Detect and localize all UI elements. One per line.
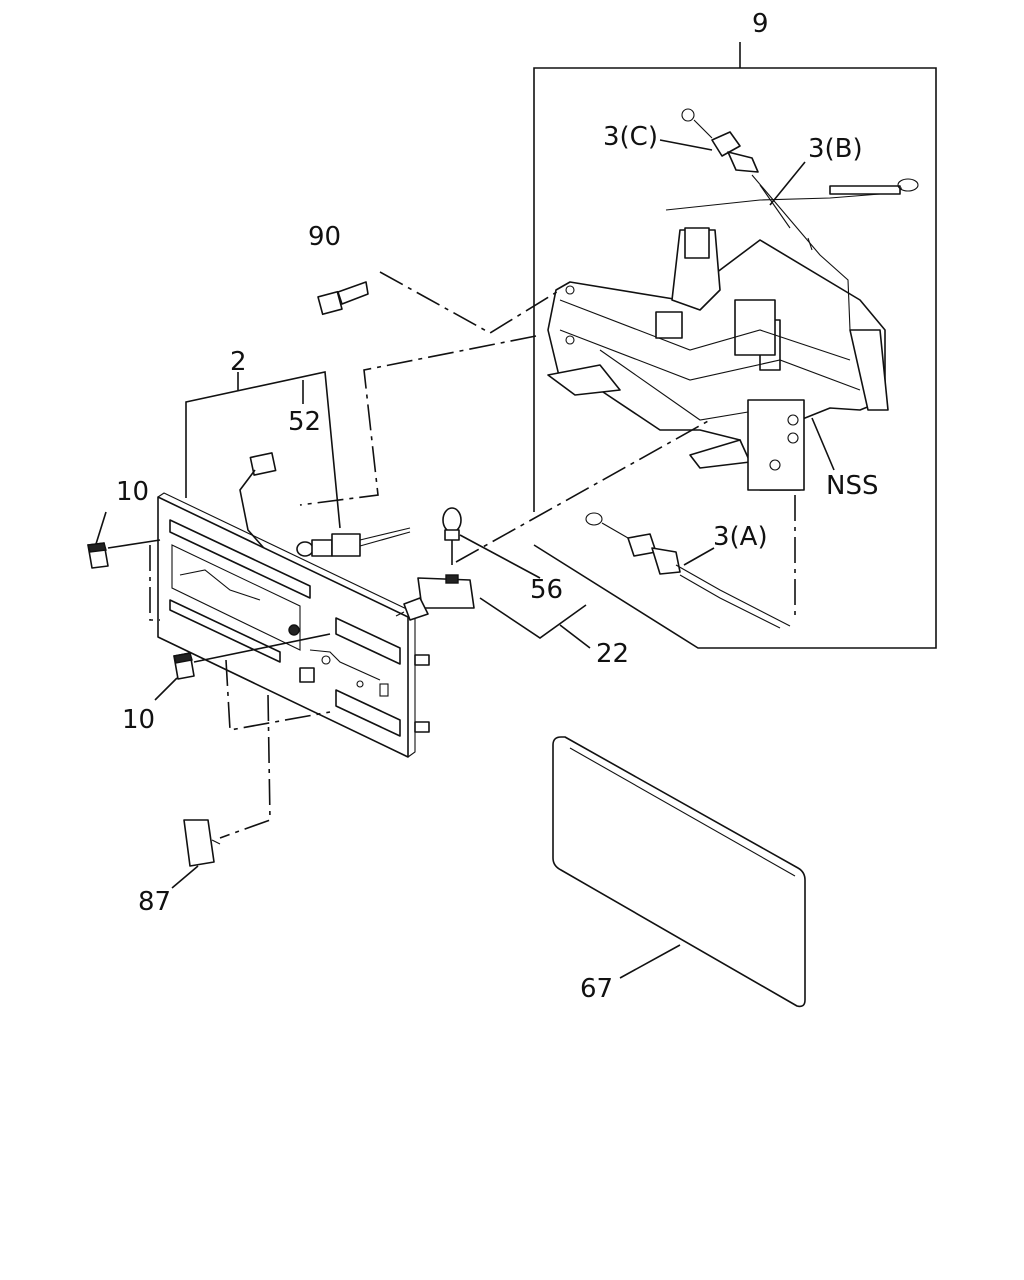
bulb-52	[296, 527, 411, 557]
callout-22: 22	[596, 639, 629, 669]
callout-90: 90	[308, 222, 341, 252]
bulb-56	[442, 507, 541, 579]
cable-3c-3b	[665, 108, 919, 331]
front-panel-2	[157, 492, 430, 758]
callout-10-bottom: 10	[122, 705, 155, 735]
callout-87: 87	[138, 887, 171, 917]
leader-lines	[659, 139, 835, 620]
callout-3a: 3(A)	[713, 522, 768, 552]
bolt-90	[317, 271, 561, 334]
callout-3b: 3(B)	[808, 134, 863, 164]
assembly-frame-9	[533, 42, 937, 649]
callout-nss: NSS	[826, 471, 878, 501]
control-unit-housing	[547, 227, 889, 491]
knob-10-top	[87, 511, 161, 569]
switch-22	[395, 574, 591, 649]
callout-52: 52	[288, 407, 321, 437]
callout-9: 9	[752, 9, 769, 39]
cable-3a	[585, 512, 791, 629]
lens-67	[552, 736, 806, 1008]
callout-2: 2	[230, 347, 247, 377]
callout-labels: 9 3(C) 3(B) 90 2 52 10 NSS 3(A) 56 22 10…	[116, 9, 878, 1004]
bracket-2	[149, 371, 341, 731]
callout-56: 56	[530, 575, 563, 605]
wire-harness	[239, 452, 277, 556]
callout-67: 67	[580, 974, 613, 1004]
callout-3c: 3(C)	[603, 122, 658, 152]
knob-10-bottom	[154, 633, 331, 701]
cap-87	[171, 694, 271, 889]
callout-10-top: 10	[116, 477, 149, 507]
